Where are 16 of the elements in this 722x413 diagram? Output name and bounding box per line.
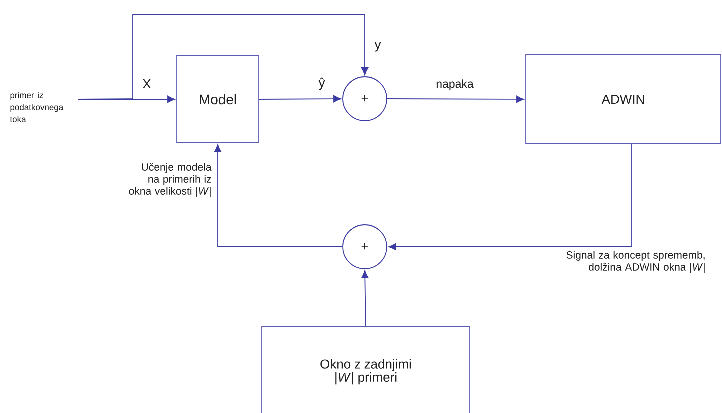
edge-label: X <box>142 80 152 88</box>
arrow <box>362 270 369 327</box>
process-box: Okno z zadnjimi |W| primeri <box>262 326 470 413</box>
arrow <box>388 144 632 251</box>
arrow <box>214 144 343 248</box>
input-label: primer iz podatkovnega toka <box>10 92 64 122</box>
edge-label: Signal za koncept sprememb, dolžina ADWIN okna |W| <box>566 251 705 274</box>
edge-label: Učenje modela na primerih iz okna velikosti |W| <box>129 163 212 198</box>
arrow <box>78 14 369 100</box>
edge-label: ŷ <box>318 78 326 90</box>
process-box: ADWIN <box>526 54 722 144</box>
arrow <box>259 95 342 103</box>
edge-label: y <box>374 42 382 52</box>
process-box: Model <box>176 56 260 144</box>
arrow <box>387 96 524 104</box>
edge-label: napaka <box>436 80 474 90</box>
